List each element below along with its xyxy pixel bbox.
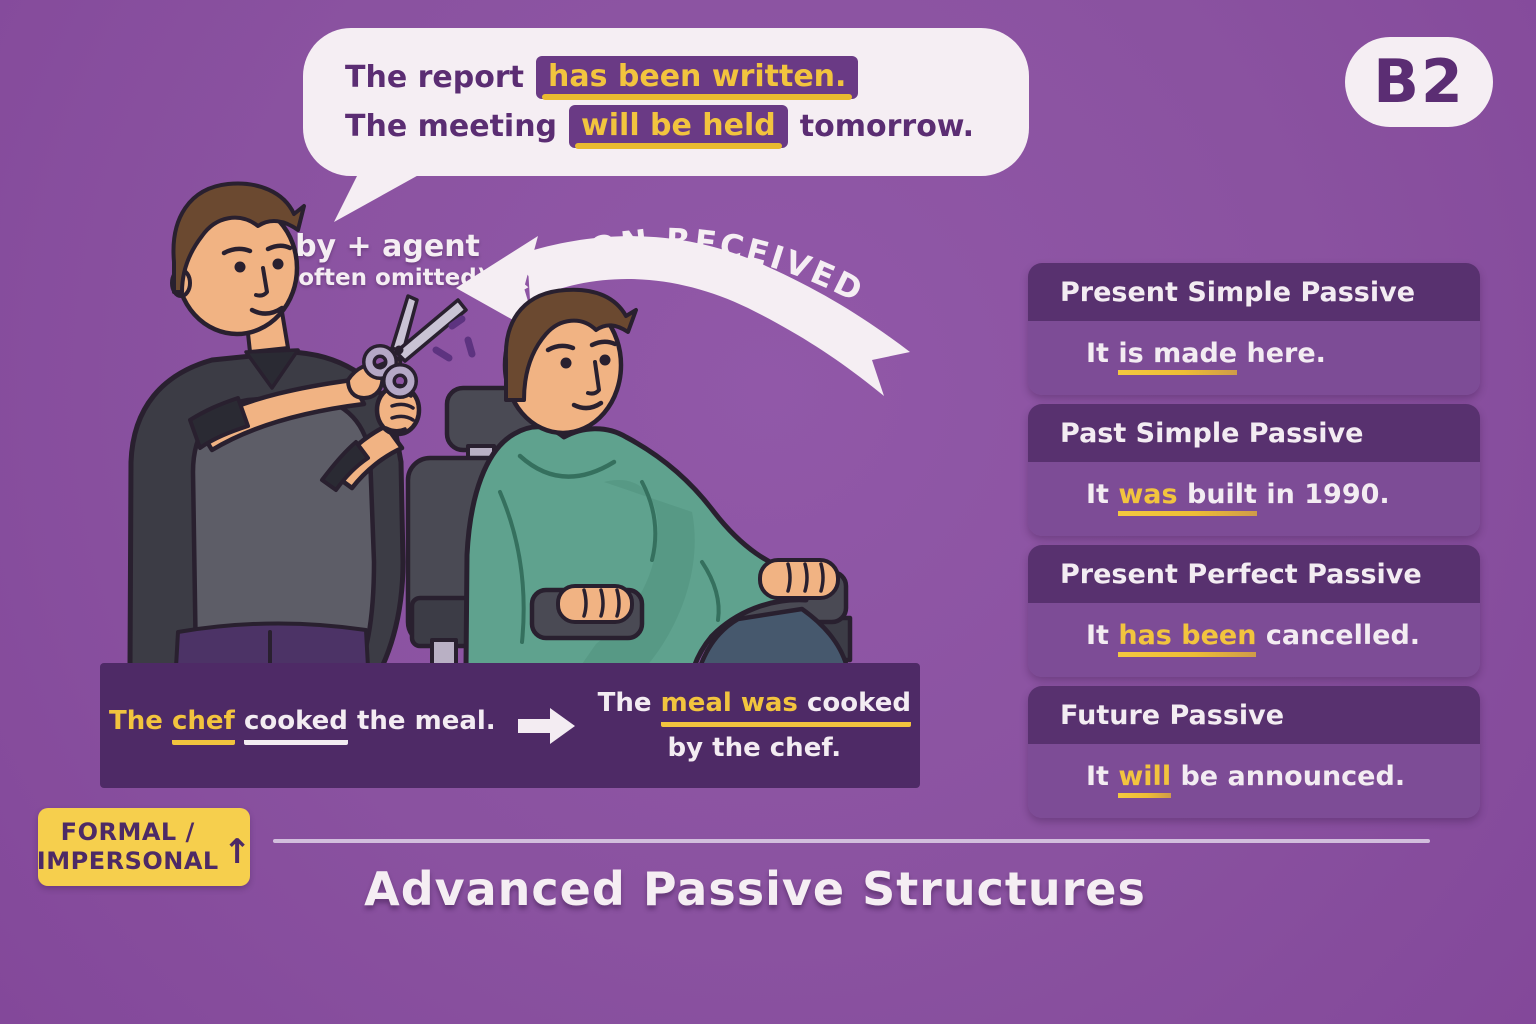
passive-agent-phrase: by the chef. bbox=[667, 733, 842, 763]
card-example: It will be announced. bbox=[1028, 744, 1480, 818]
card-future-passive: Future Passive It will be announced. bbox=[1028, 686, 1480, 818]
bubble-line1-highlight: has been written. bbox=[535, 56, 859, 100]
level-badge: B2 bbox=[1345, 37, 1493, 127]
active-subject: chef bbox=[172, 706, 235, 745]
agent-annotation: by + agent (often omitted) bbox=[280, 229, 495, 291]
right-arrow-icon bbox=[517, 707, 575, 744]
bubble-line2-post: tomorrow. bbox=[799, 109, 974, 144]
example-cards: Present Simple Passive It is made here. … bbox=[1028, 263, 1480, 827]
passive-core: meal was cooked bbox=[660, 688, 911, 727]
speech-bubble: The report has been written. The meeting… bbox=[303, 28, 1029, 176]
card-title: Future Passive bbox=[1028, 686, 1480, 744]
active-verb: cooked bbox=[243, 706, 348, 745]
card-title: Past Simple Passive bbox=[1028, 404, 1480, 462]
card-title: Present Simple Passive bbox=[1028, 263, 1480, 321]
card-title: Present Perfect Passive bbox=[1028, 545, 1480, 603]
active-sentence: The chef cooked the meal. bbox=[109, 706, 496, 745]
divider-line bbox=[273, 839, 1430, 843]
client-hand-right bbox=[758, 558, 840, 600]
scissors-icon bbox=[362, 294, 468, 399]
passive-subject-verb: meal was bbox=[660, 688, 798, 718]
bubble-line-2: The meeting will be held tomorrow. bbox=[345, 105, 987, 149]
client-hand-left bbox=[556, 584, 634, 624]
bubble-line2-pre: The meeting bbox=[345, 109, 558, 144]
page-title: Advanced Passive Structures bbox=[364, 862, 1146, 916]
bubble-line1-pre: The report bbox=[345, 60, 524, 95]
active-word-the: The bbox=[109, 706, 163, 736]
bubble-line2-highlight: will be held bbox=[569, 105, 788, 149]
agent-label: by + agent bbox=[295, 229, 480, 264]
passive-participle: cooked bbox=[806, 688, 911, 718]
hair-clippings bbox=[432, 315, 476, 362]
passive-word-the: The bbox=[597, 688, 652, 718]
up-arrow-icon: ↑ bbox=[222, 832, 252, 872]
card-past-simple-passive: Past Simple Passive It was built in 1990… bbox=[1028, 404, 1480, 536]
formal-badge-text: FORMAL / IMPERSONAL bbox=[36, 818, 219, 875]
action-arrow-icon bbox=[456, 236, 910, 396]
barber-figure bbox=[127, 181, 422, 667]
client-head bbox=[502, 287, 638, 436]
bubble-line-1: The report has been written. bbox=[345, 56, 987, 100]
active-object: the meal. bbox=[356, 706, 496, 736]
transform-bar: The chef cooked the meal. The meal was c… bbox=[100, 663, 920, 788]
passive-sentence: The meal was cooked by the chef. bbox=[598, 688, 911, 763]
formal-impersonal-badge: FORMAL / IMPERSONAL ↑ bbox=[36, 808, 252, 886]
card-present-simple-passive: Present Simple Passive It is made here. bbox=[1028, 263, 1480, 395]
card-example: It is made here. bbox=[1028, 321, 1480, 395]
client-jeans bbox=[697, 606, 850, 667]
card-example: It was built in 1990. bbox=[1028, 462, 1480, 536]
barber-scene-illustration bbox=[127, 181, 853, 667]
card-example: It has been cancelled. bbox=[1028, 603, 1480, 677]
speech-bubble-tail bbox=[334, 170, 424, 222]
agent-note: (often omitted) bbox=[287, 264, 488, 291]
card-present-perfect-passive: Present Perfect Passive It has been canc… bbox=[1028, 545, 1480, 677]
